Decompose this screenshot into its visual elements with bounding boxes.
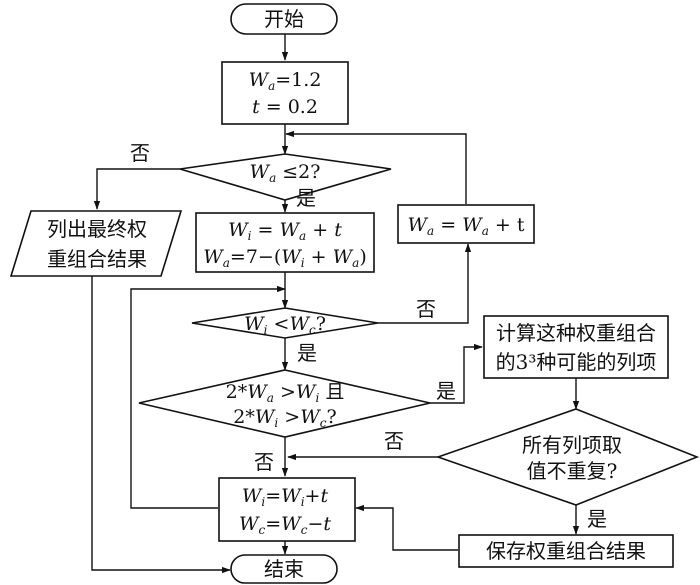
edge-cond3-yes — [430, 343, 483, 404]
condition-wa-le-2: Wa ≤2? — [179, 153, 392, 201]
cond1-text: Wa ≤2? — [250, 161, 321, 185]
start-node: 开始 — [230, 3, 338, 35]
edge-list-to-end — [91, 276, 231, 574]
update-wi-wa-node: Wi = Wa + t Wa=7−(Wi + Wa) — [195, 212, 375, 273]
cond2-no-label: 否 — [416, 297, 436, 321]
cond4-no-label: 否 — [384, 429, 404, 453]
edges — [91, 34, 580, 574]
condition-triangle-check: 2*Wa >Wi 且 2*Wi >Wc? — [138, 369, 431, 438]
update-wc-line2: Wc=Wc−t — [239, 513, 331, 537]
condition-unique-values: 所有列项取 值不重复? — [435, 408, 700, 506]
edge-cond2-no — [378, 243, 472, 324]
cond3-line1: 2*Wa >Wi 且 — [226, 381, 345, 405]
cond3-no-label: 否 — [254, 450, 274, 474]
compute-line2: 的3³种可能的列项 — [496, 350, 657, 374]
edge-save-to-update-wc — [355, 504, 458, 551]
edge-update-wa-loop — [285, 130, 467, 204]
update-wi-line: Wi = Wa + t — [228, 219, 342, 243]
save-node: 保存权重组合结果 — [458, 534, 674, 568]
cond4-line2: 值不重复? — [527, 459, 618, 483]
edge-cond1-no — [93, 168, 180, 210]
compute-node: 计算这种权重组合 的3³种可能的列项 — [483, 315, 669, 379]
cond3-line2: 2*Wi >Wc? — [233, 406, 336, 430]
list-result-node: 列出最终权 重组合结果 — [9, 210, 183, 277]
start-label: 开始 — [264, 7, 304, 31]
list-result-line2: 重组合结果 — [47, 247, 147, 271]
cond4-yes-label: 是 — [587, 507, 607, 531]
edge-update-wc-loop — [130, 285, 286, 509]
init-line1: Wa=1.2 — [249, 69, 322, 93]
init-line2: t = 0.2 — [252, 96, 318, 118]
update-wa-text: Wa = Wa + t — [407, 214, 524, 238]
end-node: 结束 — [230, 554, 338, 584]
cond4-line1: 所有列项取 — [522, 433, 622, 457]
cond3-yes-label: 是 — [436, 379, 456, 403]
cond1-yes-label: 是 — [296, 186, 316, 210]
end-label: 结束 — [264, 557, 304, 581]
cond2-text: Wi <Wc? — [244, 313, 326, 337]
condition-wi-lt-wc: Wi <Wc? — [191, 307, 379, 339]
save-label: 保存权重组合结果 — [486, 539, 646, 563]
update-wc-line1: Wi=Wi+t — [242, 485, 329, 509]
update-wi-wc-node: Wi=Wi+t Wc=Wc−t — [218, 477, 356, 542]
update-wa-node: Wa = Wa + t — [397, 204, 535, 244]
list-result-line1: 列出最终权 — [47, 217, 147, 241]
cond2-yes-label: 是 — [297, 341, 317, 365]
compute-line1: 计算这种权重组合 — [496, 321, 656, 345]
cond1-no-label: 否 — [130, 141, 150, 165]
update-wa-line: Wa=7−(Wi + Wa) — [203, 246, 367, 270]
init-node: Wa=1.2 t = 0.2 — [221, 61, 349, 125]
